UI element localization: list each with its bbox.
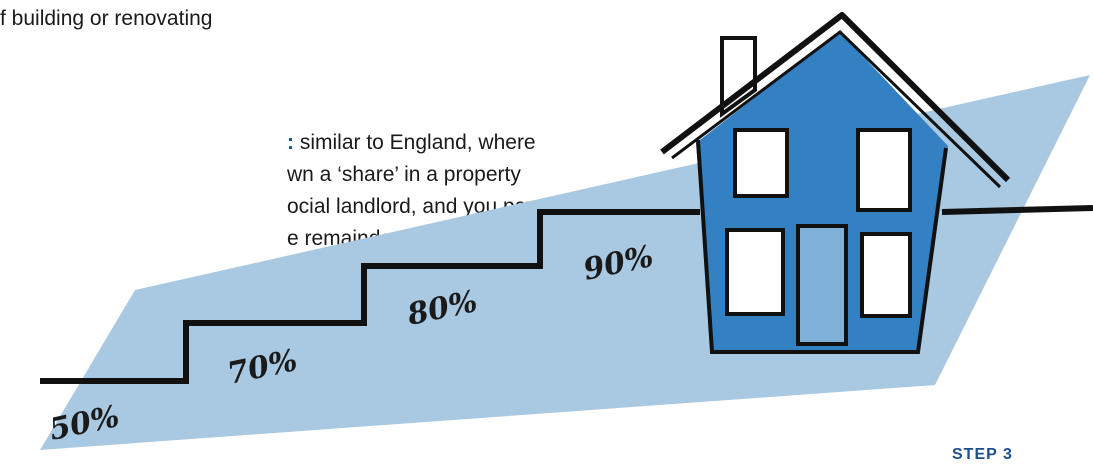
house-door: [798, 226, 846, 344]
ground-line-right: [942, 208, 1093, 212]
window-top-left: [735, 130, 787, 196]
window-bottom-right: [862, 234, 910, 316]
footer-cropped-label: STEP 3: [952, 446, 1013, 464]
window-bottom-left: [727, 230, 783, 314]
window-top-right: [858, 130, 910, 210]
